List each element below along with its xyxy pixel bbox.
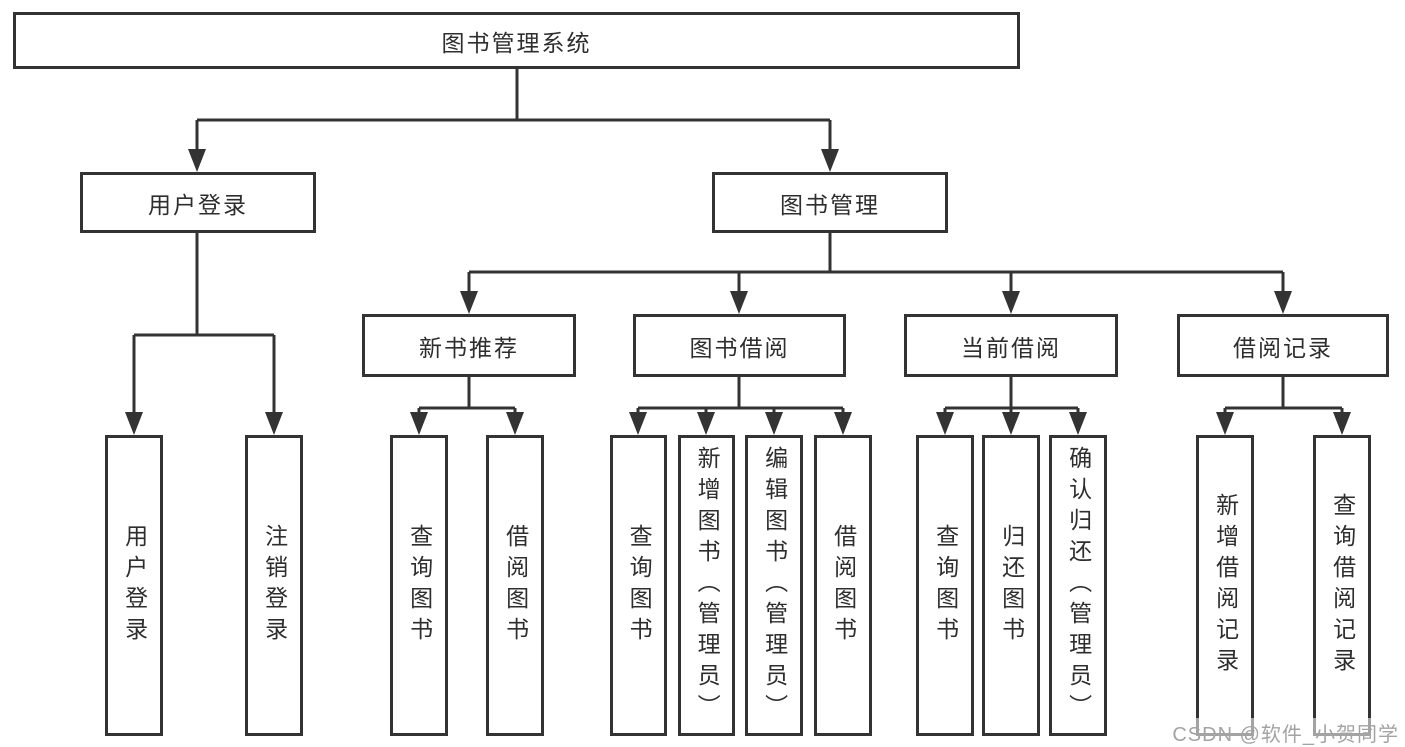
connector-root-to-level2 xyxy=(195,68,832,150)
leaf-current-query: 查询图书 xyxy=(916,435,974,736)
node-book-borrow: 图书借阅 xyxy=(633,314,846,377)
leaf-return-book: 归还图书 xyxy=(982,435,1040,736)
node-root: 图书管理系统 xyxy=(13,12,1020,69)
node-book-management-label: 图书管理 xyxy=(780,191,880,218)
leaf-borrow-edit-book-label: 编辑图书（管理员） xyxy=(761,446,788,725)
node-new-book-recommend-label: 新书推荐 xyxy=(419,334,519,361)
leaf-newbook-query-label: 查询图书 xyxy=(406,523,433,648)
leaf-query-borrow-record: 查询借阅记录 xyxy=(1313,435,1371,736)
leaf-query-borrow-record-label: 查询借阅记录 xyxy=(1329,492,1356,679)
leaf-user-login-label: 用户登录 xyxy=(121,523,148,648)
arrowhead-icons xyxy=(125,149,1351,435)
node-user-login-label: 用户登录 xyxy=(148,191,248,218)
node-current-borrow-label: 当前借阅 xyxy=(961,334,1061,361)
node-new-book-recommend: 新书推荐 xyxy=(362,314,576,377)
leaf-newbook-query: 查询图书 xyxy=(390,435,448,736)
connector-paths xyxy=(132,68,1344,413)
node-borrow-records-label: 借阅记录 xyxy=(1233,334,1333,361)
connector-bookborrow-to-leaves xyxy=(636,377,845,412)
connector-currentborrow-to-leaves xyxy=(943,377,1080,412)
leaf-add-borrow-record: 新增借阅记录 xyxy=(1196,435,1254,736)
connector-newbook-to-leaves xyxy=(417,377,517,412)
leaf-borrow-query: 查询图书 xyxy=(610,435,667,736)
leaf-borrow-add-book: 新增图书（管理员） xyxy=(678,435,735,736)
leaf-borrow-book-label: 借阅图书 xyxy=(830,523,857,648)
leaf-logout-label: 注销登录 xyxy=(261,523,288,648)
node-book-management: 图书管理 xyxy=(712,172,948,233)
csdn-watermark: CSDN @软件_小贺同学 xyxy=(1169,718,1402,747)
connector-bookmgmt-to-level3 xyxy=(467,233,1285,292)
leaf-logout: 注销登录 xyxy=(245,435,303,736)
leaf-newbook-borrow-label: 借阅图书 xyxy=(502,523,529,648)
leaf-borrow-book: 借阅图书 xyxy=(814,435,872,736)
leaf-borrow-query-label: 查询图书 xyxy=(626,523,653,648)
node-root-label: 图书管理系统 xyxy=(441,29,592,56)
connector-records-to-leaves xyxy=(1223,377,1344,412)
node-borrow-records: 借阅记录 xyxy=(1177,314,1389,377)
leaf-confirm-return-label: 确认归还（管理员） xyxy=(1065,446,1092,725)
leaf-add-borrow-record-label: 新增借阅记录 xyxy=(1212,492,1239,679)
node-book-borrow-label: 图书借阅 xyxy=(689,334,790,361)
node-current-borrow: 当前借阅 xyxy=(904,314,1118,377)
leaf-user-login: 用户登录 xyxy=(105,435,163,736)
connector-userlogin-to-leaves xyxy=(132,233,276,413)
leaf-confirm-return: 确认归还（管理员） xyxy=(1049,435,1107,736)
leaf-newbook-borrow: 借阅图书 xyxy=(486,435,544,736)
leaf-current-query-label: 查询图书 xyxy=(932,523,959,648)
leaf-borrow-edit-book: 编辑图书（管理员） xyxy=(745,435,803,736)
leaf-borrow-add-book-label: 新增图书（管理员） xyxy=(694,446,721,725)
node-user-login: 用户登录 xyxy=(80,172,316,233)
leaf-return-book-label: 归还图书 xyxy=(998,523,1025,648)
